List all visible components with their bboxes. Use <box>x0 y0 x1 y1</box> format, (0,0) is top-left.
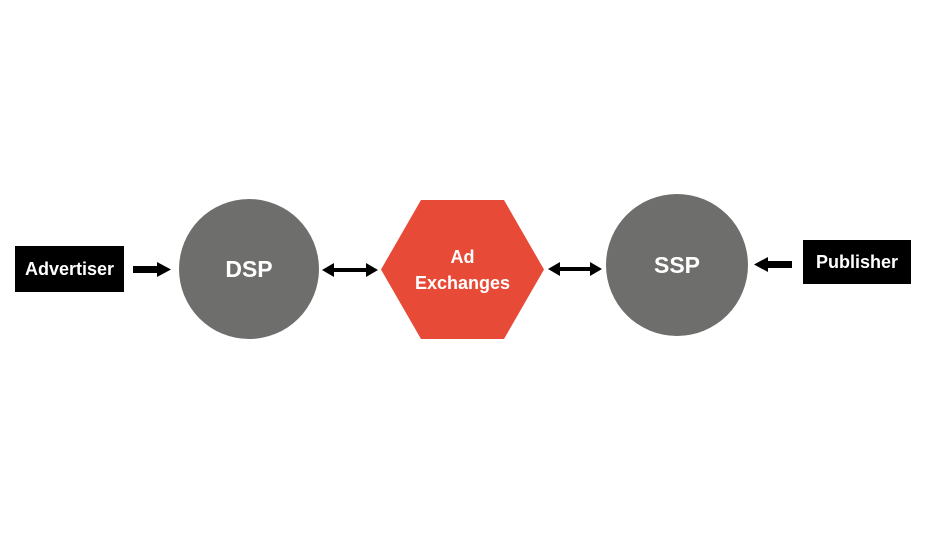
arrow-advertiser-to-dsp <box>133 262 171 277</box>
dsp-node: DSP <box>179 199 319 339</box>
advertiser-box: Advertiser <box>15 246 124 292</box>
arrow-dsp-ad-exchanges <box>322 263 378 277</box>
ad-exchanges-label-line1: Ad <box>450 246 475 267</box>
ad-exchanges-node: Ad Exchanges <box>381 200 544 339</box>
ssp-node: SSP <box>606 194 748 336</box>
arrow-ad-exchanges-ssp <box>548 262 602 276</box>
arrow-publisher-to-ssp <box>754 257 792 272</box>
ad-exchanges-label-line2: Exchanges <box>414 272 511 293</box>
dsp-label: DSP <box>225 255 273 282</box>
hexagon-shape <box>381 200 544 339</box>
hexagon-polygon <box>381 200 544 339</box>
ad-exchanges-label: Ad Exchanges <box>381 200 544 339</box>
ssp-label: SSP <box>653 251 701 278</box>
publisher-label: Publisher <box>815 251 899 272</box>
publisher-box: Publisher <box>803 240 911 284</box>
advertiser-label: Advertiser <box>24 258 115 279</box>
